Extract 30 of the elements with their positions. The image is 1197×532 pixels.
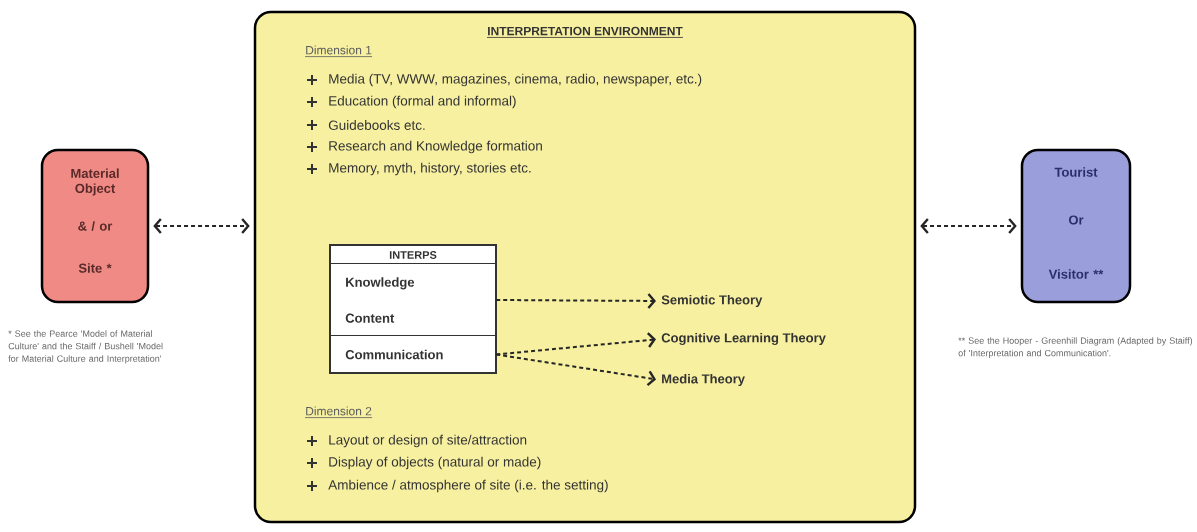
theory-label: Media Theory (662, 373, 745, 387)
section-heading: Dimension 2 (304, 406, 373, 418)
panel-title: INTERPRETATION ENVIRONMENT (486, 26, 684, 38)
table-header: INTERPS (329, 244, 497, 265)
bullet-item: Media (TV, WWW, magazines, cinema, radio, newspaper, etc.) (306, 73, 702, 87)
arrow (920, 218, 1017, 234)
entity-box: Material Object & / or Site * (40, 148, 150, 304)
bullet-item: Layout or design of site/attraction (306, 434, 527, 448)
node-label: Communication (345, 349, 443, 360)
bullet-item: Ambience / atmosphere of site (i.e. the setting) (306, 479, 608, 493)
bullet-item: Memory, myth, history, stories etc. (306, 162, 531, 176)
entity-box: Tourist Or Visitor ** (1020, 148, 1132, 304)
theory-label: Cognitive Learning Theory (661, 332, 826, 346)
theory-label: Semiotic Theory (661, 294, 763, 308)
bullet-item: Guidebooks etc. (306, 119, 425, 131)
footnote: ** See the Hooper - Greenhill Diagram (Adapted by Staiff) of 'Interpretation and Communication'. (958, 337, 1193, 359)
section-heading: Dimension 1 (304, 45, 373, 57)
node-label: Knowledge Content (345, 277, 415, 323)
footnote: * See the Pearce 'Model of Material Culture' and the Staiff / Bushell 'Model for Material Culture and Interpretation' (8, 330, 163, 364)
arrow (153, 218, 250, 234)
bullet-item: Research and Knowledge formation (306, 140, 542, 154)
table-cell: Communication (329, 335, 497, 374)
arrow (495, 332, 657, 356)
arrow (495, 353, 657, 387)
node-label: Visitor ** (1048, 269, 1104, 279)
arrow (495, 293, 656, 309)
node-label: Tourist (1054, 167, 1098, 177)
bullet-item: Display of objects (natural or made) (306, 456, 541, 470)
bullet-item: Education (formal and informal) (306, 95, 516, 109)
node-label: Or (1068, 215, 1084, 225)
